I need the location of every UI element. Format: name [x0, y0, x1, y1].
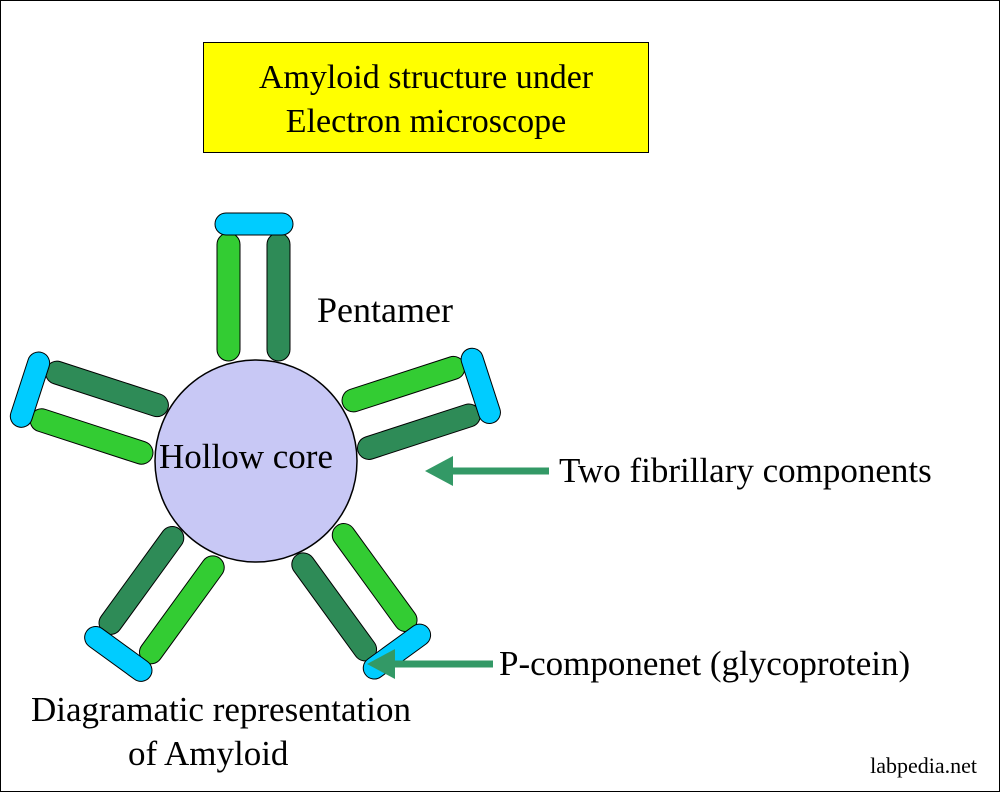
caption-line-2: of Amyloid	[128, 734, 289, 773]
title-box: Amyloid structure under Electron microsc…	[203, 42, 649, 153]
fibril-dark-5	[45, 360, 169, 418]
caption-line-1: Diagramatic representation	[31, 690, 411, 729]
fibril-dark-2	[356, 403, 481, 460]
p-component-cap-5	[9, 351, 51, 428]
pentamer-arm-4	[84, 525, 225, 682]
pentamer-arm-5	[9, 351, 169, 465]
title-line-1: Amyloid structure under	[258, 59, 594, 96]
p-component-cap-4	[84, 625, 153, 682]
p-component-arrow	[367, 649, 493, 679]
pentamer-arm-1	[214, 212, 294, 362]
hollow-core-label: Hollow core	[159, 437, 333, 476]
hollow-core-circle	[154, 359, 358, 563]
pentamer-label: Pentamer	[317, 290, 453, 330]
title-line-2: Electron microscope	[285, 103, 567, 140]
pentamer-arms	[9, 212, 501, 682]
p-component-cap-2	[460, 347, 501, 424]
fibril-dark-1	[266, 232, 291, 362]
fibrillary-label: Two fibrillary components	[559, 451, 932, 490]
fibrillary-arrow	[425, 456, 549, 486]
fibril-light-5	[29, 408, 154, 465]
p-component-cap-1	[214, 212, 294, 236]
fibril-light-2	[341, 355, 466, 413]
pentamer-arm-2	[341, 347, 501, 460]
pentamer-arm-3	[291, 523, 432, 680]
watermark: labpedia.net	[870, 753, 977, 778]
fibril-light-1	[216, 232, 241, 362]
p-component-label: P-componenet (glycoprotein)	[499, 644, 911, 683]
